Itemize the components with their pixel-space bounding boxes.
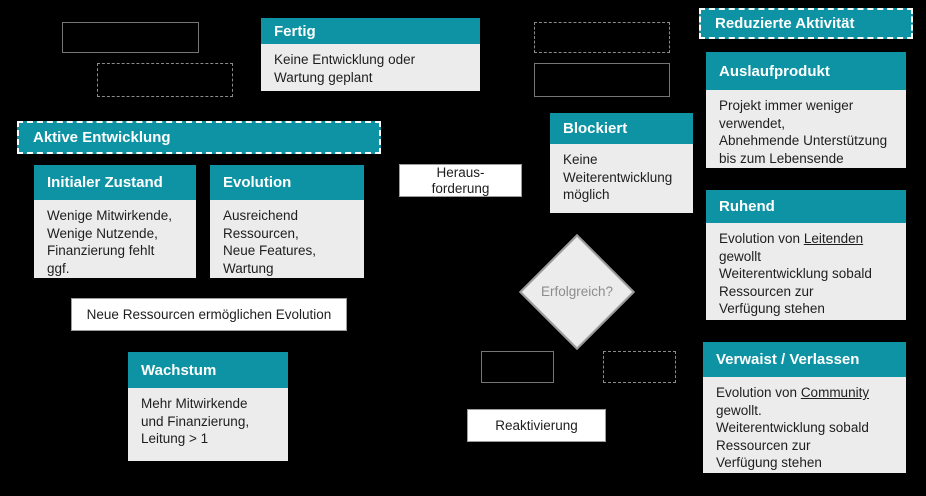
state-box-fertig: Fertig Keine Entwicklung oder Wartung ge… <box>261 18 480 91</box>
unlabeled-dashed-box-top-center <box>534 22 670 53</box>
state-box-blockiert: Blockiert Keine Weiterentwicklung möglic… <box>550 113 693 213</box>
state-box-evolution: Evolution Ausreichend Ressourcen, Neue F… <box>210 165 364 278</box>
group-header-aktive-entwicklung: Aktive Entwicklung <box>17 121 381 154</box>
state-box-body: Ausreichend Ressourcen, Neue Features, W… <box>210 200 364 278</box>
edge-label-neue-ressourcen: Neue Ressourcen ermöglichen Evolution <box>71 298 347 331</box>
state-box-body: Mehr Mitwirkende und Finanzierung, Leitu… <box>128 388 288 461</box>
state-box-body: Keine Entwicklung oder Wartung geplant <box>261 44 480 91</box>
state-box-title: Initialer Zustand <box>34 165 196 200</box>
unlabeled-solid-box-top-left <box>62 22 199 53</box>
state-box-body: Evolution von Leitenden gewollt Weiterent… <box>706 223 906 320</box>
decision-diamond-label: Erfolgreich? <box>540 284 614 299</box>
group-header-label: Reduzierte Aktivität <box>715 15 855 32</box>
unlabeled-dashed-box-below-decision <box>603 351 676 383</box>
state-box-title: Blockiert <box>550 113 693 144</box>
state-box-title: Ruhend <box>706 190 906 223</box>
state-box-title: Auslaufprodukt <box>706 52 906 90</box>
group-header-reduzierte-aktivitaet: Reduzierte Aktivität <box>699 8 913 39</box>
unlabeled-solid-box-below-decision <box>481 351 554 383</box>
state-box-initialer-zustand: Initialer Zustand Wenige Mitwirkende, We… <box>34 165 196 278</box>
state-box-title: Wachstum <box>128 352 288 388</box>
state-box-body: Wenige Mitwirkende, Wenige Nutzende, Fin… <box>34 200 196 278</box>
unlabeled-dashed-box-top-left <box>97 63 233 97</box>
body-text: Evolution von <box>716 385 801 400</box>
state-box-body: Projekt immer weniger verwendet, Abnehme… <box>706 90 906 168</box>
group-header-label: Aktive Entwicklung <box>33 129 171 146</box>
state-box-title: Evolution <box>210 165 364 200</box>
underlined-term: Community <box>800 385 870 400</box>
state-box-body: Evolution von Community gewollt. Weiteren… <box>703 377 906 473</box>
underlined-term: Leitenden <box>803 231 864 246</box>
state-box-verwaist-verlassen: Verwaist / Verlassen Evolution von Commu… <box>703 342 906 473</box>
state-box-title: Fertig <box>261 18 480 44</box>
edge-label-reaktivierung: Reaktivierung <box>467 409 606 442</box>
body-text: gewollt. Weiterentwicklung sobald Ressou… <box>716 402 869 471</box>
state-box-auslaufprodukt: Auslaufprodukt Projekt immer weniger ver… <box>706 52 906 168</box>
body-text: gewollt Weiterentwicklung sobald Ressour… <box>719 248 872 317</box>
unlabeled-solid-box-top-center <box>534 63 670 97</box>
state-box-wachstum: Wachstum Mehr Mitwirkende und Finanzieru… <box>128 352 288 461</box>
state-box-body: Keine Weiterentwicklung möglich <box>550 144 693 213</box>
state-box-ruhend: Ruhend Evolution von Leitenden gewollt We… <box>706 190 906 320</box>
state-box-title: Verwaist / Verlassen <box>703 342 906 377</box>
body-text: Evolution von <box>719 231 804 246</box>
edge-label-herausforderung: Heraus- forderung <box>399 164 522 197</box>
